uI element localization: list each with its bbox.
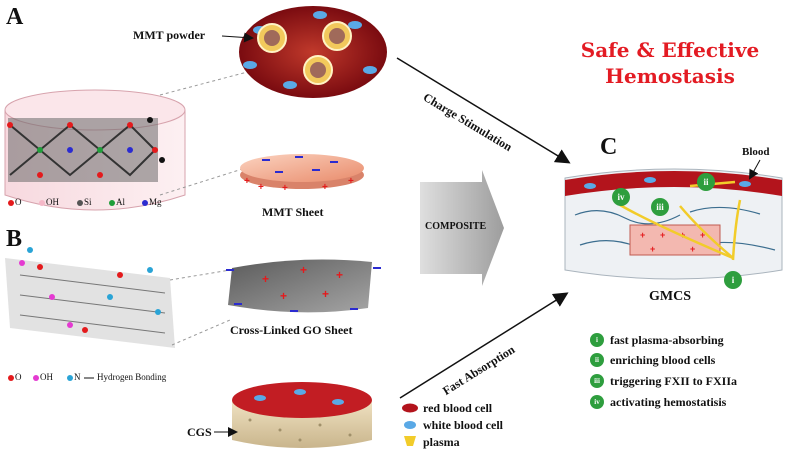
svg-text:ii: ii (703, 177, 709, 187)
panel-c-letter: C (600, 134, 618, 160)
legend-plasma: plasma (423, 435, 460, 449)
legend-white-blood-cell: white blood cell (423, 418, 503, 432)
arrow-fast-absorption (399, 292, 569, 399)
badge-text: iv (594, 398, 600, 406)
red-blood-cell-icon (402, 403, 418, 413)
badge-iii-icon (590, 374, 604, 388)
atom-legend-a (8, 200, 148, 206)
mechanism-i: fast plasma-absorbing (610, 333, 724, 347)
mechanism-iv: activating hemostatisis (610, 395, 727, 409)
svg-text:+: + (700, 230, 705, 240)
plasma-icon (404, 436, 416, 446)
svg-text:+: + (258, 182, 264, 193)
svg-text:+: + (690, 244, 695, 254)
svg-text:+: + (300, 263, 307, 277)
svg-text:+: + (282, 183, 288, 194)
mechanism-iii: triggering FXII to FXIIa (610, 374, 737, 388)
cgs-label: CGS (187, 425, 212, 439)
arrow-composite (420, 170, 504, 286)
cgs-sponge-illustration (232, 382, 372, 448)
svg-text:i: i (732, 275, 735, 285)
svg-text:+: + (322, 182, 328, 193)
mmt-crystal-structure (4, 69, 256, 211)
mmt-sheet-label: MMT Sheet (262, 205, 324, 219)
atom-label-al: Al (116, 197, 125, 207)
legend-red-blood-cell: red blood cell (423, 401, 493, 415)
go-sheet-illustration: + + + + + (226, 259, 381, 313)
svg-text:+: + (640, 230, 645, 240)
panel-b-letter: B (6, 226, 23, 252)
go-sheet-label: Cross-Linked GO Sheet (230, 323, 353, 337)
badge-text: iii (594, 377, 600, 385)
composite-label: COMPOSITE (425, 221, 487, 232)
graphene-lattice (5, 247, 231, 348)
atom-label-si: Si (84, 197, 92, 207)
atom-label-n-b: N (74, 372, 81, 382)
arrow-charge-stimulation (396, 57, 571, 164)
badge-i-icon (590, 333, 604, 347)
svg-text:+: + (650, 244, 655, 254)
title-line-1: Safe & Effective (580, 38, 760, 62)
svg-text:iii: iii (656, 202, 664, 212)
svg-text:+: + (660, 230, 665, 240)
svg-text:+: + (280, 289, 287, 303)
blood-label: Blood (742, 146, 770, 158)
title-line-2: Hemostasis (605, 64, 735, 88)
svg-text:iv: iv (617, 192, 625, 202)
mmt-powder-label: MMT powder (133, 28, 206, 42)
mmt-sheet-illustration: + + + + + (240, 154, 364, 194)
svg-text:+: + (262, 272, 269, 286)
svg-text:+: + (336, 268, 343, 282)
badge-text: ii (595, 356, 599, 364)
svg-text:+: + (348, 176, 354, 187)
mechanism-ii: enriching blood cells (610, 353, 716, 367)
mmt-powder-illustration (239, 6, 387, 98)
atom-legend-b (8, 375, 94, 381)
hydrogen-bonding-label: Hydrogen Bonding (97, 372, 167, 382)
svg-text:+: + (244, 176, 250, 187)
atom-label-oh: OH (46, 197, 59, 207)
atom-label-o: O (15, 197, 22, 207)
mechanism-badges: i ii iii iv (590, 333, 604, 409)
atom-label-mg: Mg (149, 197, 162, 207)
badge-iv-icon (590, 395, 604, 409)
atom-label-o-b: O (15, 372, 22, 382)
badge-text: i (596, 336, 598, 344)
white-blood-cell-icon (404, 421, 416, 429)
atom-label-oh-b: OH (40, 372, 53, 382)
legend-icons (402, 403, 418, 446)
title: Safe & Effective Hemostasis (555, 37, 785, 89)
gmcs-label: GMCS (649, 289, 691, 304)
svg-text:+: + (322, 287, 329, 301)
badge-ii-icon (590, 353, 604, 367)
panel-a-letter: A (6, 4, 24, 30)
